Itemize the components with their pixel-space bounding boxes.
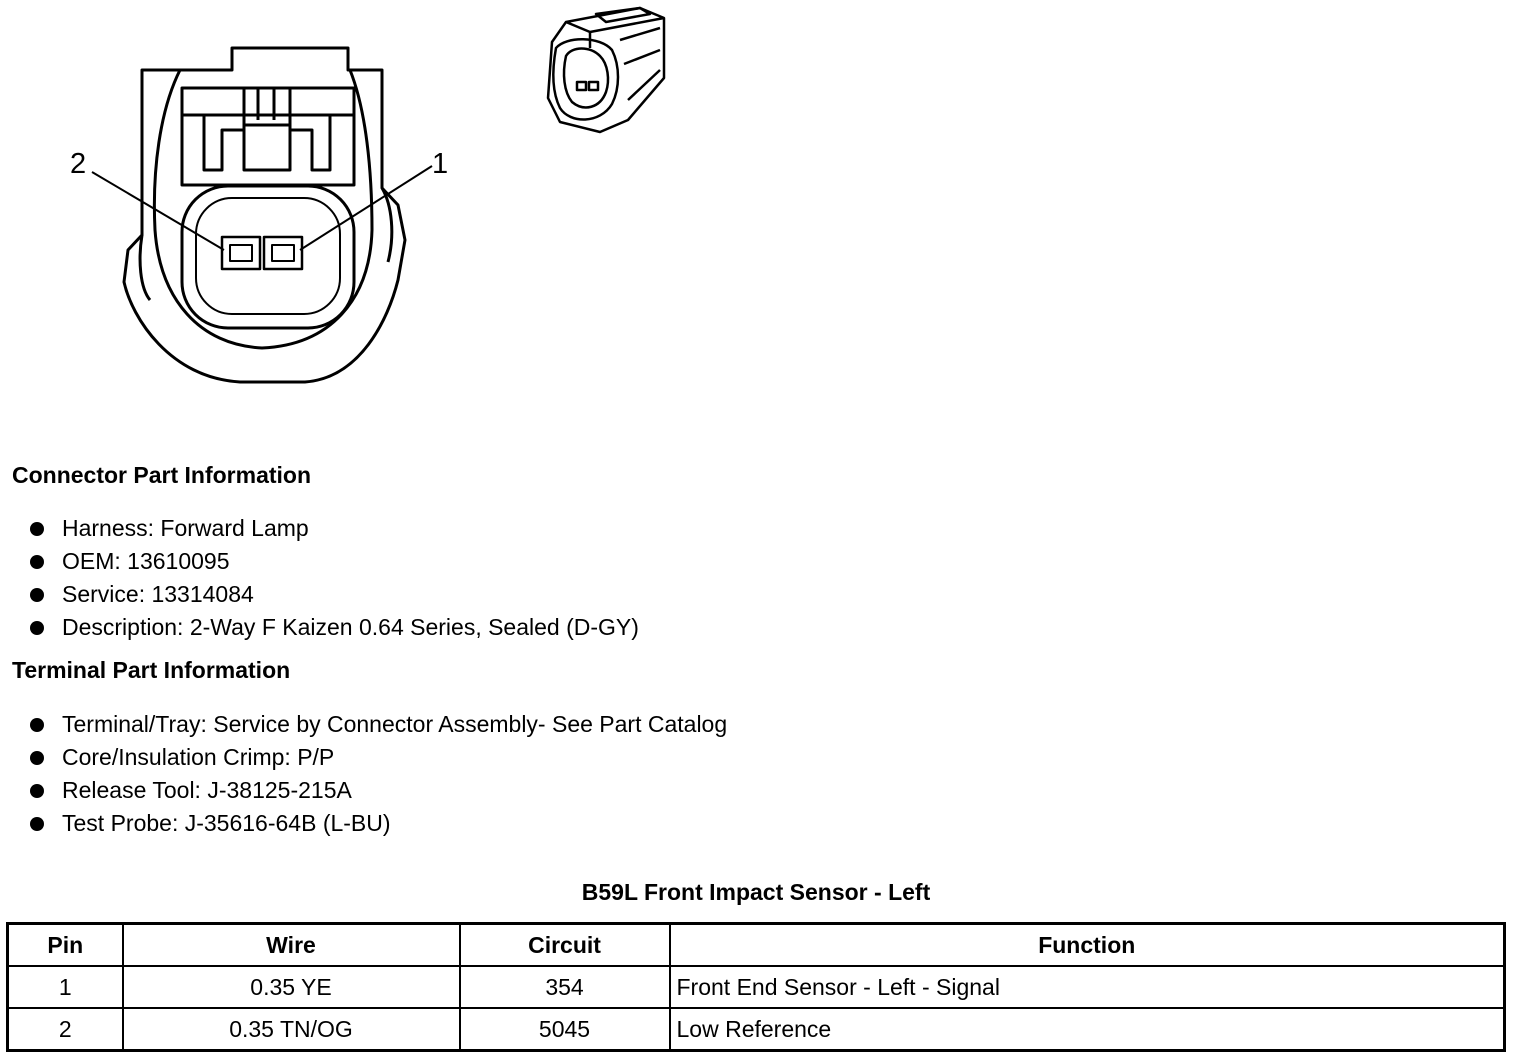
- cell-wire: 0.35 TN/OG: [121, 1007, 461, 1052]
- cell-circuit: 354: [458, 965, 671, 1009]
- bullet-icon: [30, 817, 44, 831]
- connector-diagram: 2 1: [0, 0, 1520, 420]
- column-header-pin: Pin: [6, 922, 124, 967]
- connector-part-info-list: Harness: Forward Lamp OEM: 13610095 Serv…: [28, 512, 639, 644]
- connector-thumbnail: [546, 6, 666, 134]
- table-row: 2 0.35 TN/OG 5045 Low Reference: [6, 1007, 1506, 1052]
- connector-part-info-heading: Connector Part Information: [12, 462, 312, 488]
- cell-pin: 2: [6, 1007, 124, 1052]
- list-item: Description: 2-Way F Kaizen 0.64 Series,…: [28, 611, 639, 644]
- cell-circuit: 5045: [458, 1007, 671, 1052]
- cell-wire: 0.35 YE: [121, 965, 461, 1009]
- column-header-wire: Wire: [121, 922, 461, 967]
- list-item: Terminal/Tray: Service by Connector Asse…: [28, 708, 727, 741]
- bullet-icon: [30, 522, 44, 536]
- table-title: B59L Front Impact Sensor - Left: [581, 879, 931, 905]
- terminal-part-info-list: Terminal/Tray: Service by Connector Asse…: [28, 708, 727, 840]
- bullet-icon: [30, 784, 44, 798]
- bullet-icon: [30, 621, 44, 635]
- bullet-icon: [30, 555, 44, 569]
- column-header-circuit: Circuit: [458, 922, 671, 967]
- cell-function: Front End Sensor - Left - Signal: [668, 965, 1506, 1009]
- table-row: 1 0.35 YE 354 Front End Sensor - Left - …: [6, 965, 1506, 1009]
- list-item: Test Probe: J-35616-64B (L-BU): [28, 807, 727, 840]
- pinout-table: Pin Wire Circuit Function 1 0.35 YE 354 …: [6, 922, 1506, 1052]
- connector-face-drawing: [91, 6, 666, 384]
- cell-pin: 1: [6, 965, 124, 1009]
- list-item: Service: 13314084: [28, 578, 639, 611]
- bullet-icon: [30, 588, 44, 602]
- bullet-icon: [30, 751, 44, 765]
- list-item: Harness: Forward Lamp: [28, 512, 639, 545]
- cell-function: Low Reference: [668, 1007, 1506, 1052]
- terminal-part-info-heading: Terminal Part Information: [12, 657, 291, 683]
- list-item: Core/Insulation Crimp: P/P: [28, 741, 727, 774]
- list-item: Release Tool: J-38125-215A: [28, 774, 727, 807]
- pin-1-callout: 1: [432, 148, 449, 180]
- list-item: OEM: 13610095: [28, 545, 639, 578]
- bullet-icon: [30, 718, 44, 732]
- column-header-function: Function: [668, 922, 1506, 967]
- pin-2-callout: 2: [70, 148, 87, 180]
- table-header-row: Pin Wire Circuit Function: [6, 922, 1506, 967]
